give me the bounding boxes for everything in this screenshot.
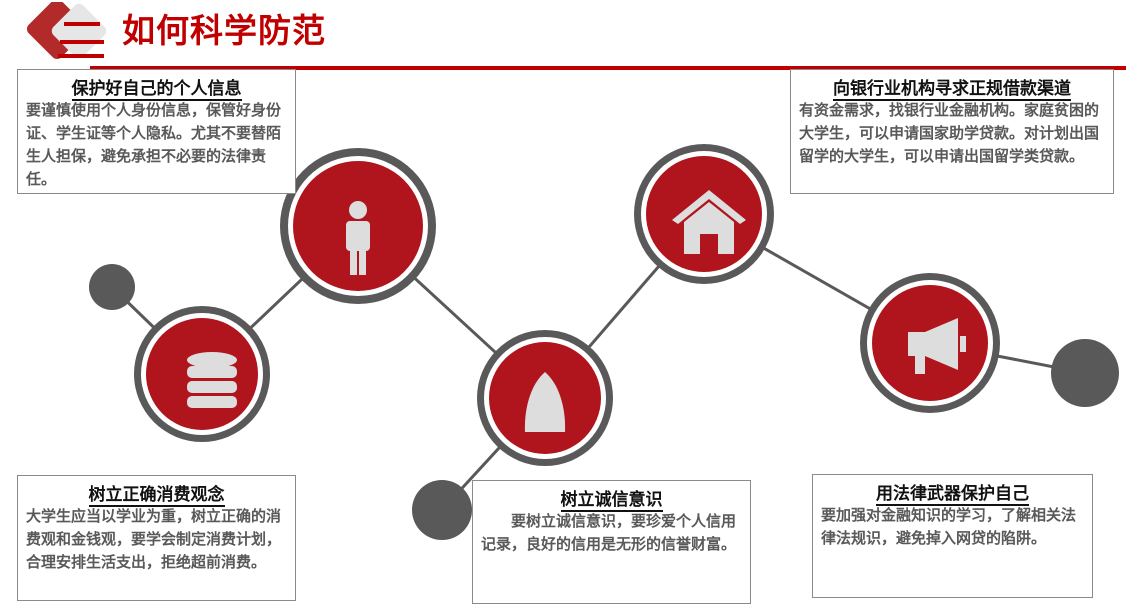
section-number-badge — [26, 2, 107, 60]
database-node — [134, 306, 270, 442]
page-title: 如何科学防范 — [122, 11, 326, 50]
box-text: 要谨慎使用个人身份信息，保管好身份证、学生证等个人隐私。尤其不要替陌生人担保，避… — [26, 101, 282, 188]
box-text: 有资金需求，找银行业金融机构。家庭贫困的大学生，可以申请国家助学贷款。对计划出国… — [799, 101, 1100, 165]
dot — [1051, 339, 1119, 407]
database-icon — [187, 352, 237, 408]
box-title: 向银行业机构寻求正规借款渠道 — [833, 79, 1071, 101]
megaphone-icon — [908, 318, 966, 374]
box-text: 要树立诚信意识，要珍爱个人信用记录，良好的信用是无形的信誉财富。 — [481, 512, 737, 553]
info-box-personal-info: 保护好自己的个人信息 要谨慎使用个人身份信息，保管好身份证、学生证等个人隐私。尤… — [17, 69, 296, 194]
box-title: 树立正确消费观念 — [88, 485, 225, 507]
helmet-node — [477, 330, 613, 466]
info-box-integrity: 树立诚信意识 要树立诚信意识，要珍爱个人信用记录，良好的信用是无形的信誉财富。 — [472, 480, 751, 604]
info-box-legal: 用法律武器保护自己 要加强对金融知识的学习，了解相关法律法规识，避免掉入网贷的陷… — [812, 474, 1093, 598]
house-icon — [672, 190, 746, 254]
info-box-bank-loans: 向银行业机构寻求正规借款渠道 有资金需求，找银行业金融机构。家庭贫困的大学生，可… — [790, 69, 1114, 194]
box-title: 树立诚信意识 — [560, 490, 663, 512]
person-node — [280, 148, 436, 304]
person-icon — [346, 201, 370, 275]
dot — [89, 264, 135, 310]
helmet-icon — [524, 372, 566, 432]
box-text: 大学生应当以学业为重，树立正确的消费观和金钱观，要学会制定消费计划，合理安排生活… — [26, 507, 282, 571]
dot — [412, 480, 472, 540]
info-box-consumption: 树立正确消费观念 大学生应当以学业为重，树立正确的消费观和金钱观，要学会制定消费… — [17, 475, 296, 601]
box-title: 保护好自己的个人信息 — [71, 79, 242, 101]
megaphone-node — [860, 273, 1000, 413]
box-title: 用法律武器保护自己 — [876, 484, 1029, 506]
box-text: 要加强对金融知识的学习，了解相关法律法规识，避免掉入网贷的陷阱。 — [821, 506, 1077, 547]
header-divider — [90, 66, 1126, 70]
house-node — [634, 144, 774, 284]
